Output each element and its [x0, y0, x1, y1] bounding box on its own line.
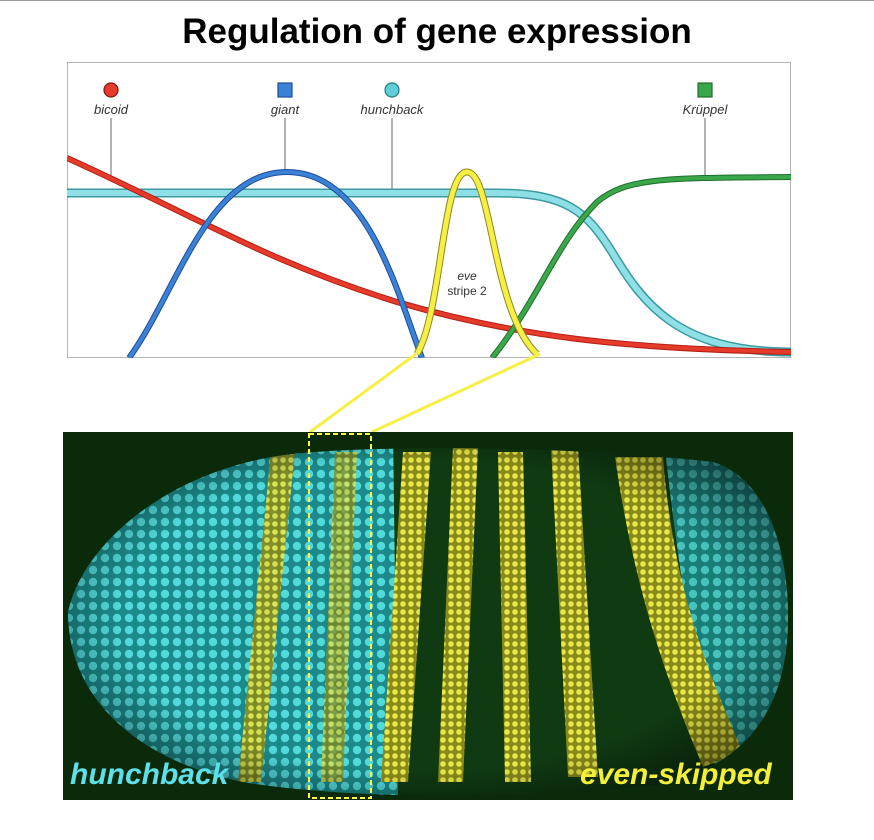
legend-label-bicoid: bicoid: [94, 102, 129, 117]
eve-stripe-label-line2: stripe 2: [447, 284, 487, 298]
giant-marker: [277, 82, 293, 98]
page-title: Regulation of gene expression: [182, 12, 692, 51]
hunchback-marker: [384, 82, 400, 98]
top-rule: [0, 0, 874, 1]
eve-stripe-label-line1: eve: [457, 269, 477, 283]
hunchback-curve: [67, 190, 791, 355]
legend-label-giant: giant: [271, 102, 301, 117]
bicoid-curve: [67, 156, 791, 354]
kruppel-marker: [697, 82, 713, 98]
connector-left: [309, 352, 417, 434]
even-skipped-image-label: even-skipped: [580, 758, 772, 791]
connector-right: [371, 352, 541, 434]
stripe2-highlight-box: [308, 433, 372, 799]
embryo-fluorescence-image: [63, 432, 793, 800]
kruppel-curve: [490, 175, 791, 358]
giant-curve: [127, 169, 424, 358]
hunchback-image-label: hunchback: [70, 758, 229, 791]
bicoid-marker: [103, 82, 119, 98]
eve-stripe2-curve: [414, 169, 539, 356]
expression-curves-diagram: bicoid giant hunchback Krüppel eve strip…: [67, 62, 791, 358]
legend-label-kruppel: Krüppel: [683, 102, 729, 117]
legend-label-hunchback: hunchback: [361, 102, 425, 117]
embryo-body: [68, 448, 788, 796]
